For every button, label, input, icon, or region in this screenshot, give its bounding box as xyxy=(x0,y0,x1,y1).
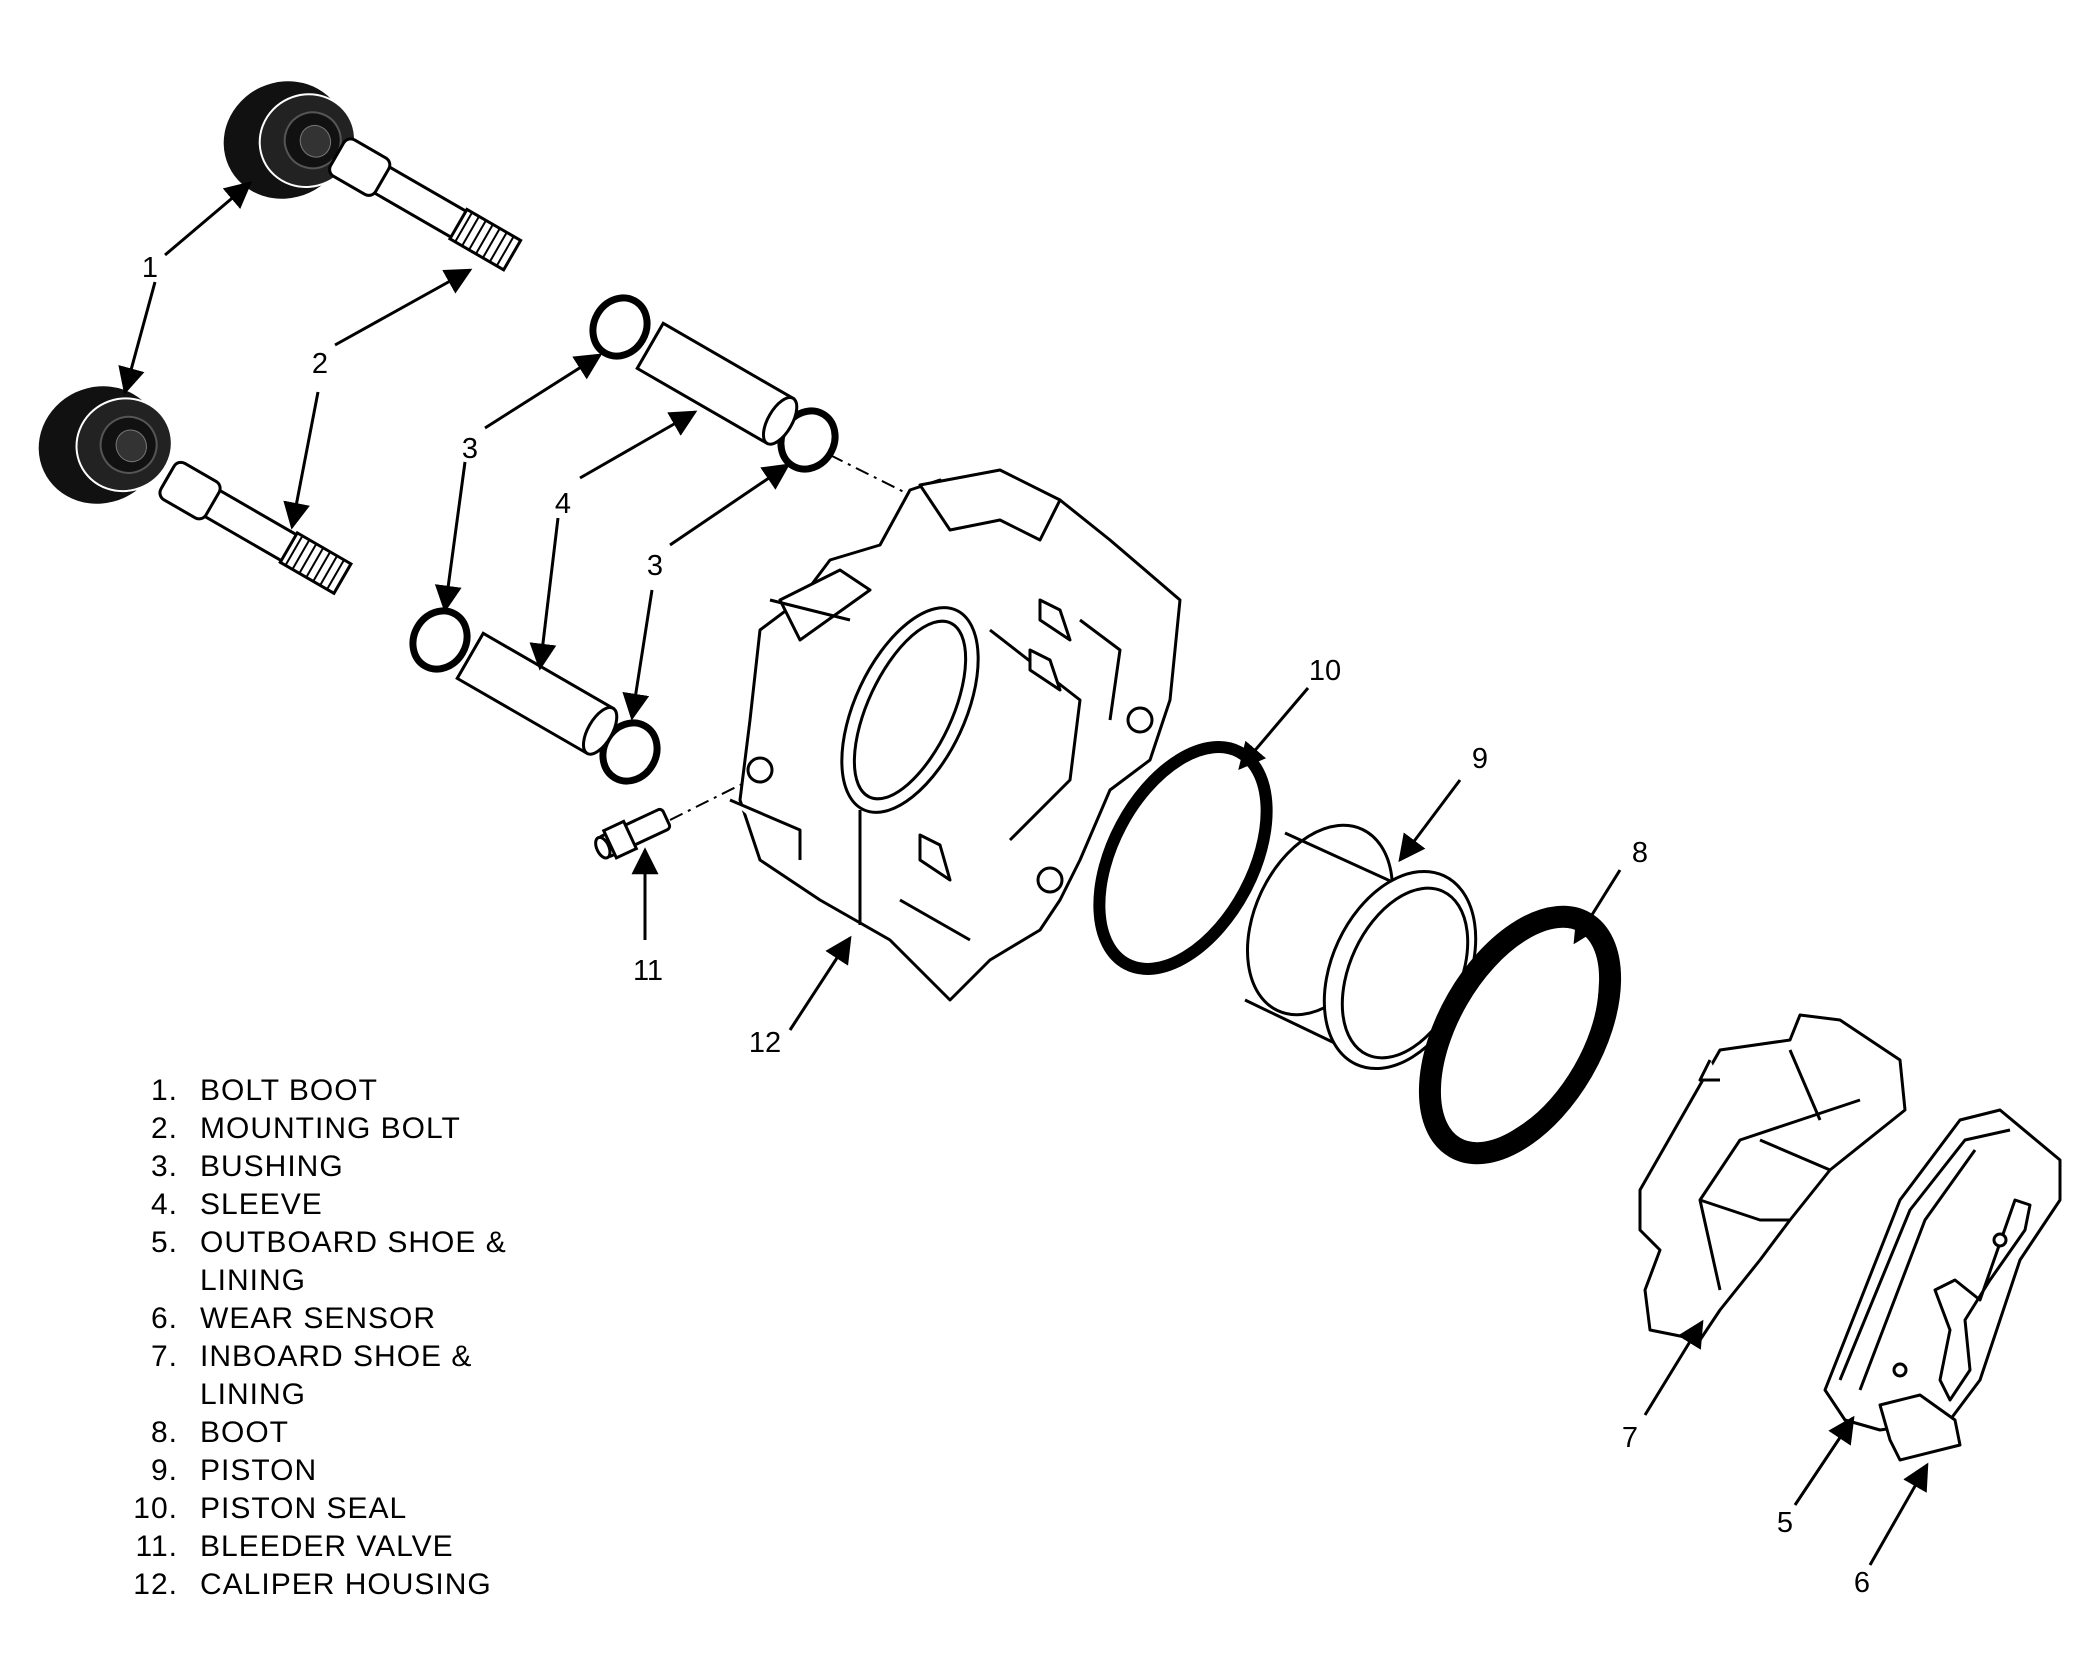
callout-3c: 3 xyxy=(647,550,663,582)
callout-4: 4 xyxy=(555,488,571,520)
legend-label: BOLT BOOT xyxy=(200,1074,378,1107)
callout-2: 2 xyxy=(312,348,328,380)
legend-label: BUSHING xyxy=(200,1150,344,1183)
legend-number: 11. xyxy=(135,1530,178,1563)
legend-number: 1. xyxy=(150,1074,178,1107)
callout-10: 10 xyxy=(1309,655,1341,687)
legend-label: BLEEDER VALVE xyxy=(200,1530,454,1563)
legend-number: 7. xyxy=(150,1340,178,1373)
legend-label: BOOT xyxy=(200,1416,290,1449)
legend-label: MOUNTING BOLT xyxy=(200,1112,461,1145)
callout-9: 9 xyxy=(1472,743,1488,775)
caliper-housing xyxy=(729,468,1182,1002)
callout-8: 8 xyxy=(1632,837,1648,869)
legend-item: 9. PISTON xyxy=(108,1452,507,1490)
legend-item: 6. WEAR SENSOR xyxy=(108,1300,507,1338)
sleeve-lower xyxy=(455,631,619,756)
wear-sensor xyxy=(1878,1198,2032,1462)
callout-3a: 3 xyxy=(462,433,478,465)
legend-item: 1. BOLT BOOT xyxy=(108,1072,507,1110)
legend-item: 2. MOUNTING BOLT xyxy=(108,1110,507,1148)
legend-number: 6. xyxy=(150,1302,178,1335)
legend-item: 7. INBOARD SHOE & LINING xyxy=(108,1338,507,1414)
legend-item: 8. BOOT xyxy=(108,1414,507,1452)
legend-number: 2. xyxy=(150,1112,178,1145)
legend-label: PISTON SEAL xyxy=(200,1492,408,1525)
legend-label: CALIPER HOUSING xyxy=(200,1568,492,1601)
legend-item: 10. PISTON SEAL xyxy=(108,1490,507,1528)
callout-12: 12 xyxy=(749,1027,781,1059)
leader-lines xyxy=(118,181,1929,1566)
callout-6: 6 xyxy=(1854,1567,1870,1599)
sleeve-upper xyxy=(635,321,799,446)
legend-number: 4. xyxy=(150,1188,178,1221)
legend-label: INBOARD SHOE & LINING xyxy=(200,1340,473,1411)
legend-number: 10. xyxy=(133,1492,178,1525)
bolt-boot-lower xyxy=(38,386,173,504)
alignment-lines xyxy=(669,454,951,821)
legend-item: 12. CALIPER HOUSING xyxy=(108,1566,507,1604)
legend-label: OUTBOARD SHOE & LINING xyxy=(200,1226,507,1297)
legend-label: PISTON xyxy=(200,1454,318,1487)
outboard-shoe xyxy=(1823,1108,2062,1432)
legend-number: 9. xyxy=(150,1454,178,1487)
legend-label: WEAR SENSOR xyxy=(200,1302,437,1335)
callout-labels: 1 2 3 3 4 3 11 12 10 9 8 7 5 6 xyxy=(142,252,1870,1599)
legend-label: SLEEVE xyxy=(200,1188,323,1221)
legend-number: 5. xyxy=(150,1226,178,1259)
legend-item: 5. OUTBOARD SHOE & LINING xyxy=(108,1224,507,1300)
callout-5: 5 xyxy=(1777,1507,1793,1539)
legend-item: 11. BLEEDER VALVE xyxy=(108,1528,507,1566)
callout-1: 1 xyxy=(142,252,158,284)
piston xyxy=(1244,823,1478,1071)
parts-legend: 1. BOLT BOOT 2. MOUNTING BOLT 3. BUSHING 4.… xyxy=(108,1072,507,1604)
inboard-shoe xyxy=(1638,1013,1907,1342)
legend-number: 3. xyxy=(150,1150,178,1183)
mounting-bolt-lower xyxy=(158,460,354,596)
legend-number: 8. xyxy=(150,1416,178,1449)
callout-11: 11 xyxy=(633,955,663,987)
bushing-1 xyxy=(589,294,651,360)
bushing-3 xyxy=(409,607,471,673)
legend-item: 3. BUSHING xyxy=(108,1148,507,1186)
legend-item: 4. SLEEVE xyxy=(108,1186,507,1224)
bleeder-valve xyxy=(594,807,672,860)
callout-7: 7 xyxy=(1622,1422,1638,1454)
mounting-bolt-upper xyxy=(328,137,523,272)
legend-number: 12. xyxy=(133,1568,178,1601)
